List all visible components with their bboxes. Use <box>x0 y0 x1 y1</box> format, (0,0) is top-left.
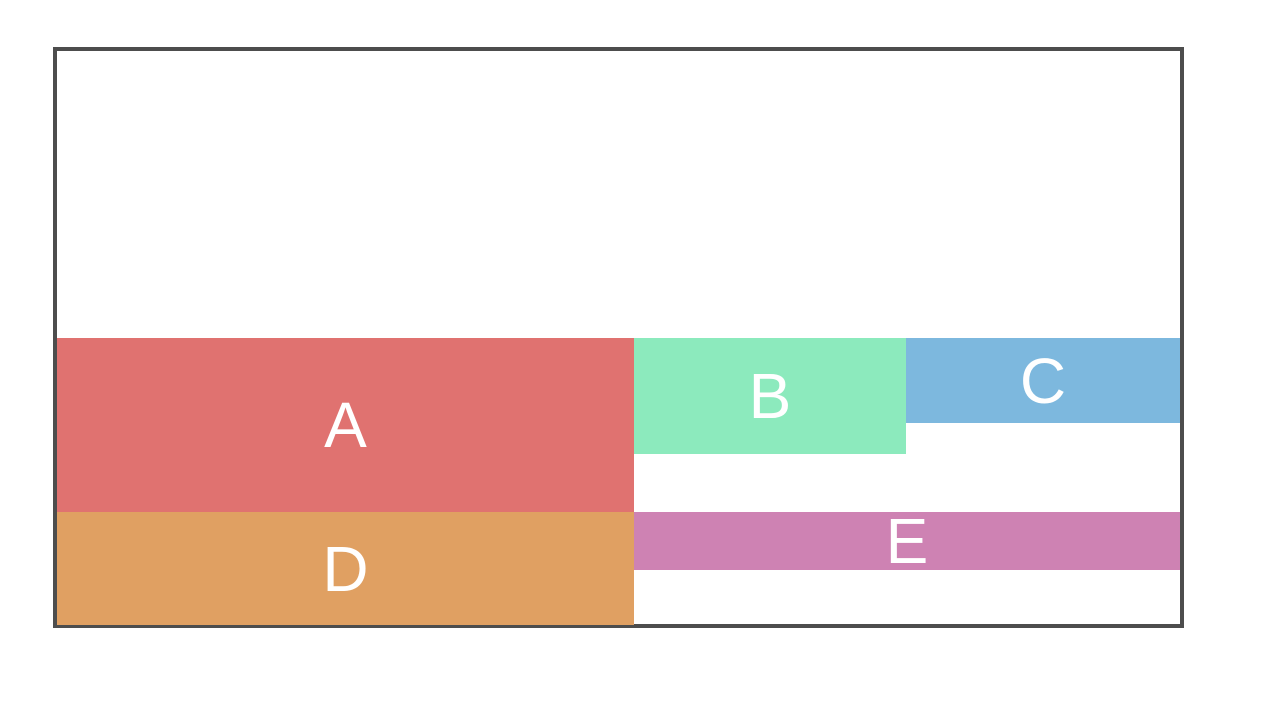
block-b: B <box>634 338 906 454</box>
block-e: E <box>634 505 1180 577</box>
block-e-label: E <box>885 505 929 577</box>
block-d-label: D <box>322 532 369 605</box>
block-b-label: B <box>748 360 792 432</box>
block-a-label: A <box>324 389 367 461</box>
block-c: C <box>906 338 1180 423</box>
block-a: A <box>57 338 634 512</box>
block-d: D <box>57 512 634 625</box>
block-c-label: C <box>1019 344 1067 417</box>
